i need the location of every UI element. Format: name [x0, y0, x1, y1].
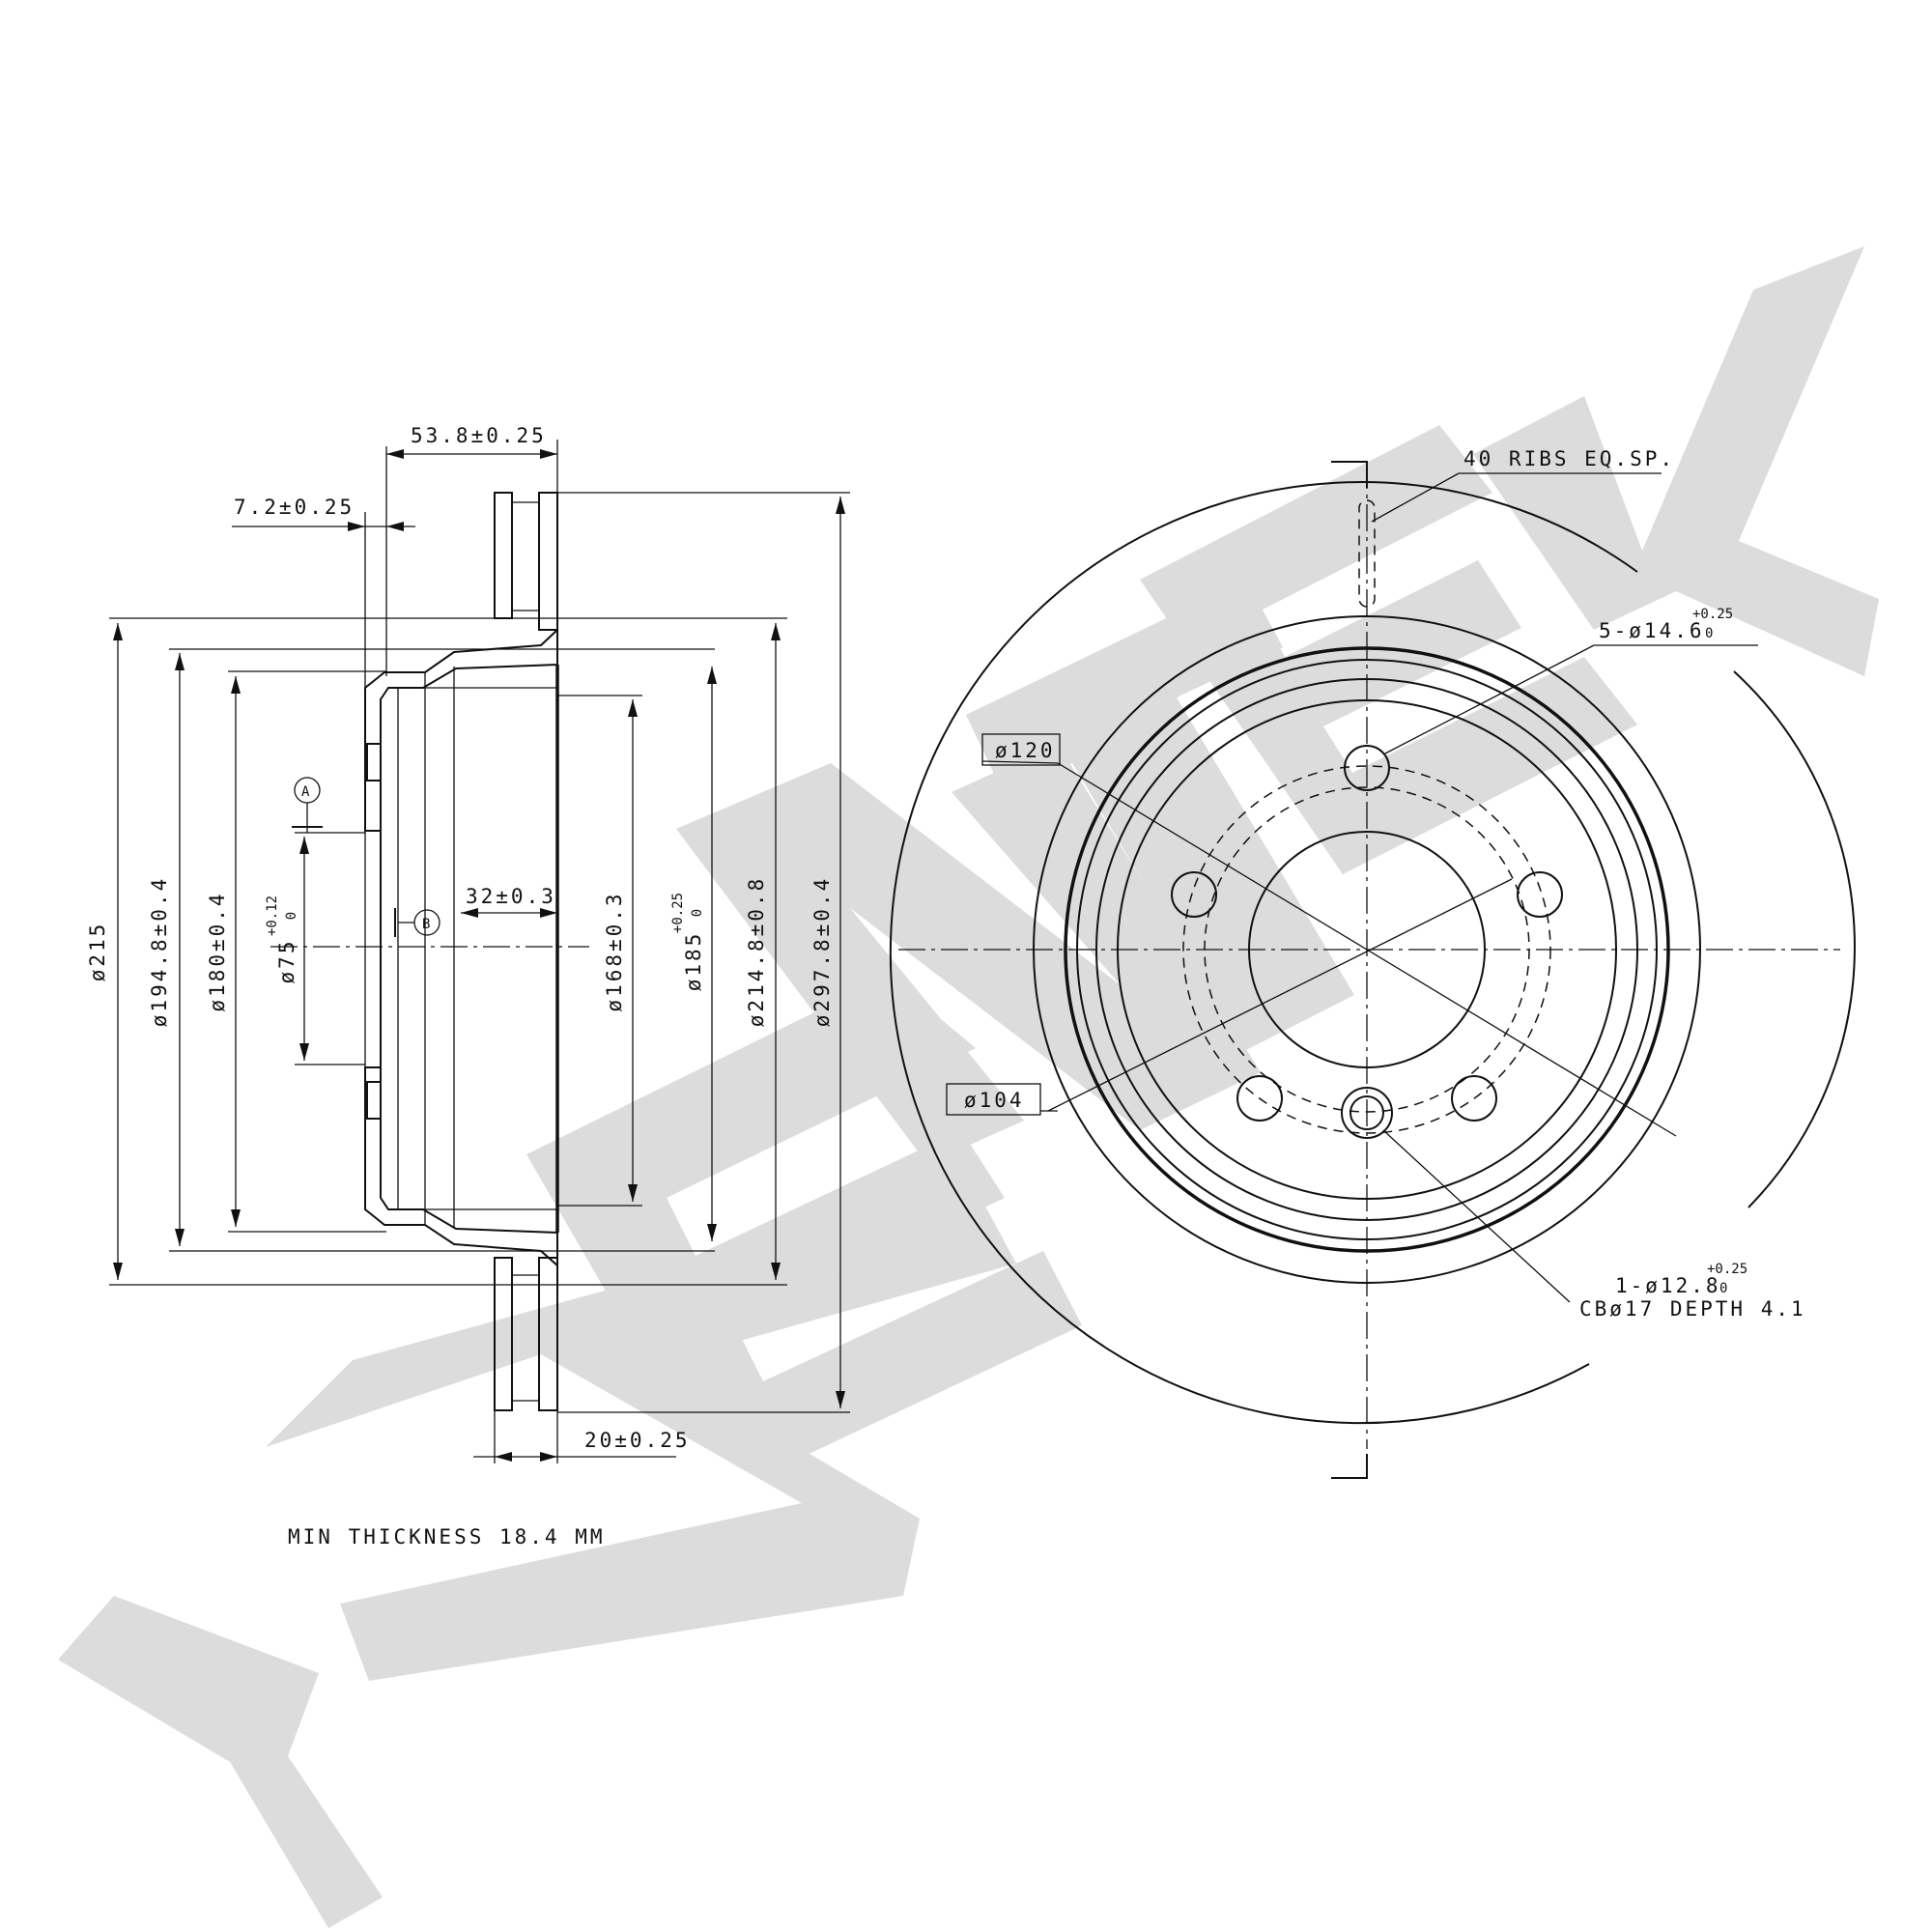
- pcd-104-box: [946, 1083, 1041, 1116]
- bolt-hole-top: [366, 743, 382, 781]
- dim-text-d168: ø168±0.3: [603, 891, 626, 1011]
- dim-text-d180: ø180±0.4: [206, 891, 229, 1011]
- center-hole-tol: +0.25: [1707, 1262, 1747, 1277]
- datum-a-label: A: [301, 784, 310, 800]
- dim-text-hat-offset: 7.2±0.25: [234, 496, 355, 519]
- dim-tol-d75: +0.12: [265, 895, 280, 936]
- arrowhead-16: [386, 449, 404, 459]
- watermark-chevron: [58, 1596, 383, 1928]
- pcd-outer-circle: [1182, 765, 1551, 1134]
- arrowhead-18: [461, 908, 478, 918]
- counterbore-note: CBø17 DEPTH 4.1: [1579, 1297, 1806, 1321]
- pcd-120-label: ø120: [995, 739, 1056, 762]
- hat-upper-section: [364, 627, 558, 832]
- center-bore: [1248, 831, 1486, 1068]
- side-view-section: 53.8±0.25 7.2±0.25 32±0.3 20±0.25 A B MI…: [86, 424, 850, 1548]
- center-hole: [1350, 1095, 1384, 1130]
- arrowhead-10: [707, 667, 717, 684]
- section-arrow-bottom: [1331, 1454, 1368, 1479]
- arrowhead-22: [348, 522, 365, 531]
- ribs-note: 40 RIBS EQ.SP.: [1463, 447, 1675, 470]
- dim-text-d185: ø185: [682, 931, 705, 992]
- holes-tol-low: 0: [1705, 626, 1713, 641]
- dim-tol-low-d75: 0: [284, 912, 299, 920]
- arrowhead-8: [628, 699, 638, 717]
- disc-outer-edge-right: [1733, 670, 1856, 1208]
- holes-note: 5-ø14.6: [1599, 619, 1705, 642]
- leader-center-hole: [1382, 1129, 1571, 1303]
- arrowhead-3: [175, 1229, 185, 1246]
- arrowhead-17: [540, 449, 557, 459]
- friction-inner-ring: [1033, 615, 1701, 1284]
- dim-text-d214: ø214.8±0.8: [745, 876, 768, 1027]
- pcd-120-box: [981, 733, 1061, 766]
- bolt-hole-4: [1236, 1075, 1283, 1122]
- arrowhead-0: [113, 623, 123, 640]
- arrowhead-21: [540, 1452, 557, 1462]
- bolt-hole-bottom: [366, 1081, 382, 1120]
- pcd-104-label: ø104: [964, 1089, 1025, 1112]
- arrowhead-6: [299, 837, 309, 854]
- arrowhead-2: [175, 653, 185, 670]
- leader-holes: [1384, 644, 1595, 754]
- dim-text-d215: ø215: [86, 922, 109, 982]
- arrowhead-12: [771, 623, 781, 640]
- front-view: ø120 ø104 40 RIBS EQ.SP. 5-ø14.6 +0.25 0…: [889, 447, 1856, 1479]
- hat-ring-4: [1117, 699, 1617, 1200]
- watermark-letter-k: [1473, 246, 1879, 676]
- dim-tol-low-d185: 0: [690, 909, 705, 917]
- dim-text-d75: ø75: [275, 939, 298, 984]
- rib-slot: [1358, 499, 1376, 608]
- dim-text-d297: ø297.8±0.4: [810, 876, 834, 1027]
- arrowhead-15: [836, 1391, 845, 1408]
- arrowhead-9: [628, 1184, 638, 1202]
- upper-outer-plate: [494, 492, 513, 619]
- bolt-hole-5: [1451, 1075, 1497, 1122]
- leader-pcd-104: [1047, 878, 1513, 1112]
- dim-text-d194: ø194.8±0.4: [148, 876, 171, 1027]
- hat-outer-ring: [1064, 646, 1670, 1253]
- hat-ring-3: [1095, 678, 1638, 1221]
- dim-tol-d185: +0.25: [670, 893, 686, 933]
- center-hole-note: 1-ø12.8: [1615, 1274, 1721, 1297]
- pcd-inner-circle: [1204, 786, 1530, 1113]
- center-hole-tol-low: 0: [1719, 1281, 1727, 1296]
- dim-text-hat-depth: 32±0.3: [466, 885, 556, 908]
- watermark-letter-e: [526, 976, 1082, 1473]
- bolt-hole-3: [1517, 871, 1563, 918]
- section-arrow-top: [1331, 461, 1368, 488]
- watermark-letter-t: [966, 580, 1354, 1051]
- dim-text-width: 53.8±0.25: [411, 424, 547, 447]
- arrowhead-14: [836, 497, 845, 514]
- arrowhead-4: [231, 676, 241, 694]
- arrowhead-1: [113, 1263, 123, 1280]
- disc-outer-edge: [889, 481, 1638, 1424]
- arrowhead-11: [707, 1224, 717, 1241]
- leader-ribs: [1371, 472, 1460, 523]
- min-thickness-note: MIN THICKNESS 18.4 MM: [288, 1525, 606, 1548]
- arrowhead-13: [771, 1263, 781, 1280]
- bolt-hole-1: [1344, 745, 1390, 791]
- datum-b-label: B: [422, 917, 430, 932]
- arrowhead-5: [231, 1209, 241, 1227]
- hat-lower-section: [364, 1066, 558, 1268]
- arrowhead-7: [299, 1043, 309, 1061]
- dim-text-thickness: 20±0.25: [584, 1429, 691, 1452]
- arrowhead-23: [386, 522, 404, 531]
- hat-ring-2: [1076, 659, 1658, 1240]
- holes-tol: +0.25: [1692, 607, 1733, 622]
- arrowhead-20: [495, 1452, 512, 1462]
- watermark-letter-n: [676, 744, 1261, 1164]
- leader-120-tail: [981, 760, 1059, 764]
- arrowhead-19: [540, 908, 557, 918]
- upper-inner-plate: [538, 492, 558, 631]
- center-hole-counterbore: [1341, 1087, 1393, 1139]
- leader-pcd-120: [1057, 762, 1677, 1137]
- bolt-hole-2: [1171, 871, 1217, 918]
- watermark-letter-z: [266, 1188, 1016, 1681]
- dimension-arrowheads: [113, 449, 845, 1462]
